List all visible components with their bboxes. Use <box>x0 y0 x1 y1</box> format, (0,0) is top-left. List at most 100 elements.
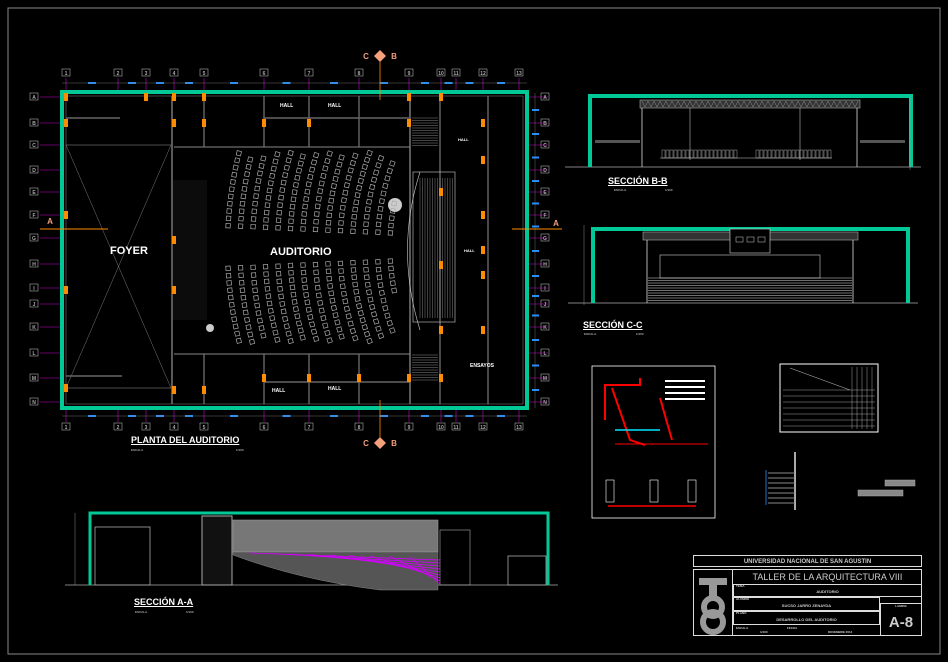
foyer-void-line <box>65 144 172 389</box>
dimension-text <box>532 133 539 135</box>
auditorium-seat <box>329 297 336 304</box>
auditorium-seat <box>372 318 380 325</box>
truss-web <box>839 100 847 108</box>
auditorium-seat <box>324 157 331 165</box>
seat-row <box>827 149 832 159</box>
section-aa-scale-label: ESCALA <box>135 610 148 614</box>
truss-web <box>653 100 661 108</box>
auditorium-seat <box>226 208 232 214</box>
grid-bubble <box>404 68 414 77</box>
content-label: PLANO <box>736 611 747 615</box>
auditorium-seat <box>363 156 371 164</box>
grid-row-label: E <box>32 190 36 196</box>
column <box>202 119 206 127</box>
auditorium-seat <box>238 208 245 214</box>
dimension-text <box>532 314 539 317</box>
auditorium-seat <box>264 202 271 209</box>
truss-web <box>725 100 733 108</box>
auditorium-seat <box>312 261 319 268</box>
auditorium-seat <box>291 189 298 196</box>
grid-column-label: 1 <box>65 71 68 77</box>
grid-bubble <box>199 422 209 431</box>
grid-column-label: 6 <box>263 425 266 431</box>
section-cc-scale: 1/100 <box>636 332 644 336</box>
sheet-label: LAMINA <box>895 604 907 608</box>
auditorium-seat <box>241 185 248 192</box>
auditorium-seat <box>388 265 394 272</box>
grid-row-label: D <box>32 168 36 174</box>
auditorium-seat <box>253 193 259 199</box>
grid-column-label: 8 <box>358 425 361 431</box>
truss-web <box>791 100 799 108</box>
grid-bubble <box>29 92 39 101</box>
auditorium-seat <box>353 199 360 206</box>
project-row <box>733 584 922 597</box>
auditorium-seat <box>263 278 270 285</box>
auditorium-seat <box>295 167 303 174</box>
auditorium-seat <box>248 338 256 345</box>
seat-row <box>779 149 784 159</box>
auditorium-seat <box>327 283 333 289</box>
grid-row-label: K <box>543 325 547 331</box>
booth-window <box>757 236 766 243</box>
seat-row <box>717 149 722 159</box>
detail-note <box>665 380 705 382</box>
student-row <box>733 597 880 611</box>
auditorium-seat <box>299 334 306 341</box>
column <box>357 374 361 382</box>
grid-column-label: 10 <box>438 425 444 431</box>
auditorium-seat <box>270 322 277 329</box>
auditorium-seat <box>239 287 246 294</box>
grid-bubble <box>436 422 446 431</box>
auditorium-seat <box>272 329 279 336</box>
auditorium-seat <box>377 282 384 289</box>
auditorium-seat <box>352 334 359 342</box>
auditorium-seat <box>353 288 360 295</box>
date-label: FECHA <box>787 626 798 630</box>
auditorium-seat <box>338 220 344 226</box>
auditorium-seat <box>328 197 335 204</box>
auditorium-seat <box>276 209 283 216</box>
auditorium-seat <box>325 268 332 275</box>
seat-row <box>697 149 702 159</box>
seat-row <box>721 149 726 159</box>
auditorium-seat <box>310 328 318 335</box>
roof-wall-outline <box>588 94 913 167</box>
truss-web <box>677 100 685 108</box>
course-name: TALLER DE LA ARQUITECTURA VIII <box>752 572 903 582</box>
auditorium-seat <box>251 208 258 215</box>
auditorium-seat <box>288 211 295 217</box>
auditorium-seat <box>294 174 301 181</box>
grid-bubble <box>540 210 550 219</box>
auditorium-seat <box>317 188 324 195</box>
grid-bubble <box>514 422 524 431</box>
column <box>202 386 206 394</box>
grid-bubble <box>451 68 461 77</box>
auditorium-seat <box>287 225 294 232</box>
seat-row <box>685 149 690 159</box>
auditorium-seat <box>300 226 306 232</box>
column <box>262 119 266 127</box>
column <box>481 211 485 219</box>
auditorium-seat <box>320 172 327 180</box>
auditorium-seat <box>231 171 238 178</box>
auditorium-seat <box>347 167 354 174</box>
seat-row <box>729 149 734 159</box>
auditorium-seat <box>255 310 262 317</box>
seat-row <box>815 149 820 159</box>
grid-bubble <box>141 68 151 77</box>
grid-column-label: 4 <box>173 71 176 77</box>
section-bb-drawing <box>565 94 921 170</box>
auditorium-seat <box>380 190 387 197</box>
truss-web <box>767 100 775 108</box>
auditorium-seat <box>350 267 357 273</box>
truss-web <box>689 100 697 108</box>
auditorium-seat <box>300 262 306 268</box>
auditorium-seat <box>364 206 371 213</box>
grid-bubble <box>540 348 550 357</box>
auditorium-seat <box>283 323 290 330</box>
auditorium-seat <box>332 175 339 182</box>
grid-column-label: 5 <box>203 71 206 77</box>
sightline <box>289 553 441 567</box>
